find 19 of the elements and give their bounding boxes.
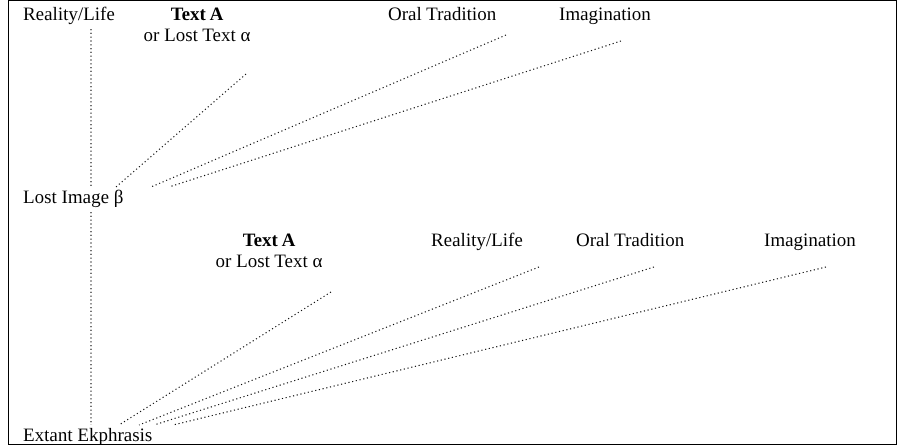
dotted-line xyxy=(154,266,654,426)
text-label: Reality/Life xyxy=(431,230,523,251)
text-label: Oral Tradition xyxy=(388,4,496,25)
dotted-line xyxy=(116,74,246,188)
text-label: Reality/Life xyxy=(23,4,115,25)
dotted-line xyxy=(90,212,92,425)
text-label: Imagination xyxy=(559,4,651,25)
text-label: Text A or Lost Text α xyxy=(127,4,267,46)
text-label: Text A or Lost Text α xyxy=(199,230,339,272)
dotted-line xyxy=(150,34,506,188)
dotted-line xyxy=(118,292,332,426)
text-label: Extant Ekphrasis xyxy=(23,425,183,446)
text-label: Oral Tradition xyxy=(576,230,684,251)
dotted-line xyxy=(90,29,92,187)
dotted-line xyxy=(172,266,826,426)
dotted-line xyxy=(168,40,622,188)
dotted-line xyxy=(138,266,540,426)
text-label: Lost Image β xyxy=(23,187,203,208)
text-label: Imagination xyxy=(764,230,856,251)
